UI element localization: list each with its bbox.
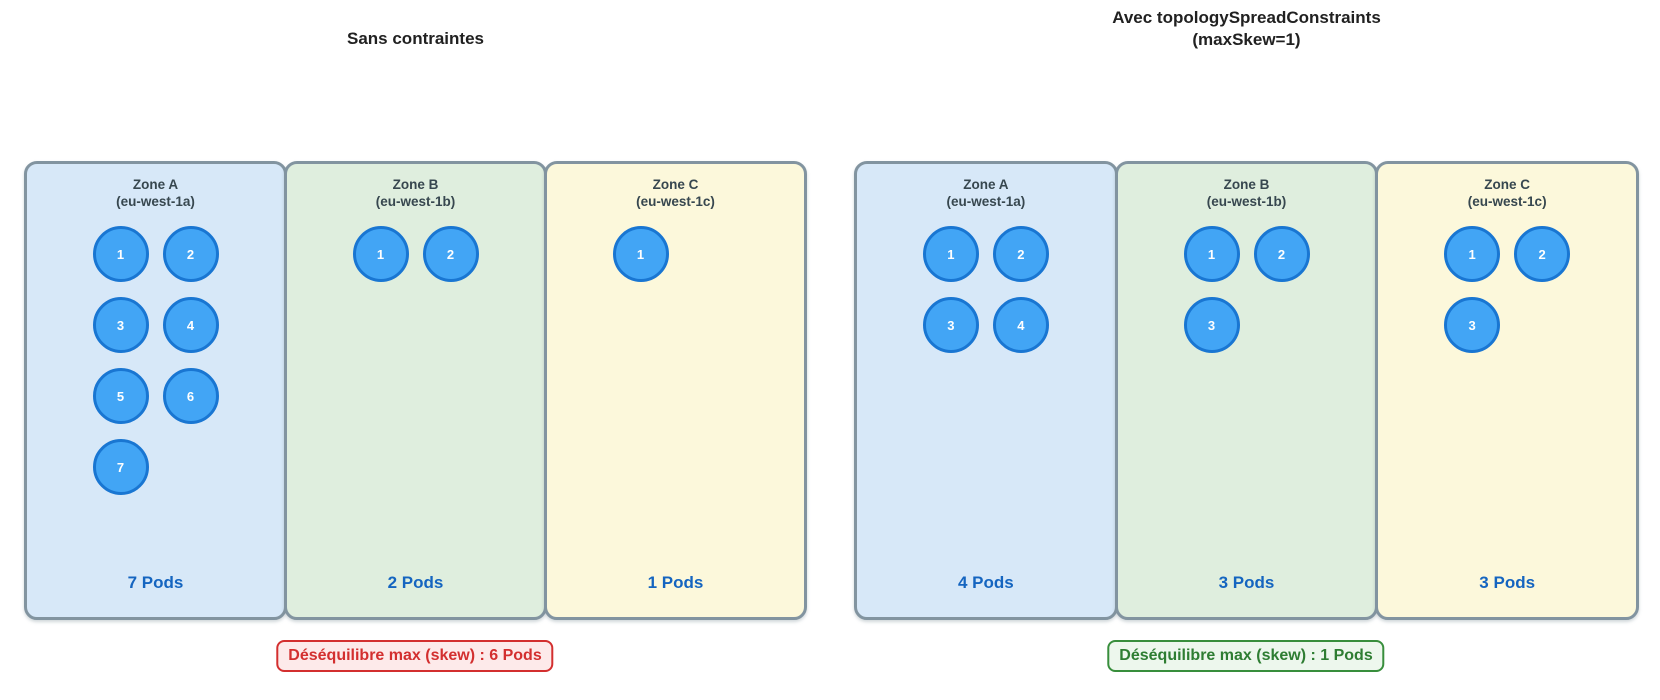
pod-circle: 1 <box>612 226 669 282</box>
pod-circle: 1 <box>1444 226 1501 282</box>
zone-region: (eu-west-1c) <box>636 194 715 209</box>
zone-region: (eu-west-1a) <box>946 194 1026 209</box>
pod-circle: 6 <box>162 368 219 424</box>
zone-header-zone-a: Zone A (eu-west-1a) <box>27 164 284 210</box>
left-panel-title: Sans contraintes <box>24 28 807 50</box>
pod-circle: 2 <box>1253 226 1310 282</box>
pod-circle: 5 <box>92 368 149 424</box>
zone-box-zone-c: Zone C (eu-west-1c) 1 1 Pods <box>544 161 807 620</box>
right-panel-title-line2: (maxSkew=1) <box>1192 30 1301 49</box>
pod-circle: 3 <box>92 297 149 353</box>
zone-name: Zone C <box>1484 177 1531 192</box>
pod-circle: 2 <box>1514 226 1571 282</box>
pod-circle: 3 <box>1183 297 1240 353</box>
zone-name: Zone A <box>963 177 1009 192</box>
pod-circle: 2 <box>422 226 479 282</box>
zone-region: (eu-west-1b) <box>1206 194 1287 209</box>
zone-header-zone-c: Zone C (eu-west-1c) <box>1378 164 1636 210</box>
pod-count-label-zone-b: 3 Pods <box>1218 573 1275 592</box>
zone-header-zone-a: Zone A (eu-west-1a) <box>857 164 1115 210</box>
zone-name: Zone A <box>132 177 179 192</box>
pods-grid-zone-c: 1 <box>612 226 739 282</box>
zone-region: (eu-west-1a) <box>116 194 195 209</box>
pod-circle: 4 <box>162 297 219 353</box>
left-panel-title-line1: Sans contraintes <box>347 29 484 48</box>
right-panel-title: Avec topologySpreadConstraints (maxSkew=… <box>854 7 1639 51</box>
pod-circle: 4 <box>992 297 1049 353</box>
pod-count-label-zone-a: 7 Pods <box>127 573 184 592</box>
pod-count-label-zone-b: 2 Pods <box>387 573 444 592</box>
right-panel-title-line1: Avec topologySpreadConstraints <box>1112 8 1381 27</box>
pod-circle: 1 <box>1183 226 1240 282</box>
zone-header-zone-b: Zone B (eu-west-1b) <box>1118 164 1376 210</box>
pod-count-label-zone-c: 3 Pods <box>1479 573 1536 592</box>
zone-name: Zone B <box>392 177 439 192</box>
pod-circle: 1 <box>352 226 409 282</box>
pod-circle: 1 <box>922 226 979 282</box>
pod-circle: 1 <box>92 226 149 282</box>
pod-circle: 2 <box>162 226 219 282</box>
pod-count-label-zone-c: 1 Pods <box>647 573 704 592</box>
zone-region: (eu-west-1c) <box>1467 194 1547 209</box>
zone-header-zone-c: Zone C (eu-west-1c) <box>547 164 804 210</box>
zone-name: Zone B <box>1223 177 1270 192</box>
pod-circle: 7 <box>92 439 149 495</box>
zone-name: Zone C <box>652 177 699 192</box>
pod-count-label-zone-a: 4 Pods <box>957 573 1014 592</box>
pod-circle: 3 <box>922 297 979 353</box>
pod-circle: 3 <box>1444 297 1501 353</box>
pod-circle: 2 <box>992 226 1049 282</box>
zone-header-zone-b: Zone B (eu-west-1b) <box>287 164 544 210</box>
skew-badge-right: Déséquilibre max (skew) : 1 Pods <box>1107 640 1385 672</box>
zone-region: (eu-west-1b) <box>375 194 456 209</box>
skew-badge-left: Déséquilibre max (skew) : 6 Pods <box>276 640 554 672</box>
